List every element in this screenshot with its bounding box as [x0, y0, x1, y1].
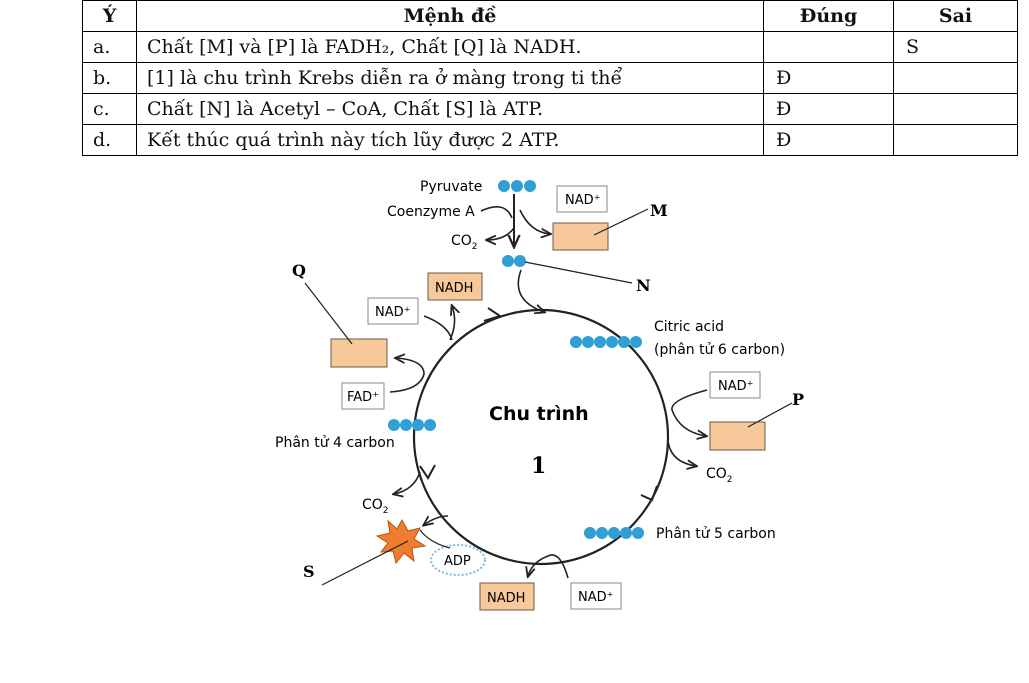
- cycle-arrow: [483, 307, 503, 322]
- pointer-s: [321, 540, 409, 586]
- four-carbon-molecule: [388, 419, 436, 431]
- five-carbon-label: Phân tử 5 carbon: [656, 526, 776, 542]
- box-p: [709, 421, 766, 451]
- citric-acid-sublabel: (phân tử 6 carbon): [654, 342, 785, 358]
- adp-badge: [430, 544, 486, 576]
- nad-right-arrow: [671, 389, 707, 436]
- co2-left-label: CO2: [362, 497, 389, 516]
- header-y: Ý: [82, 0, 137, 32]
- cycle-arrow: [419, 464, 436, 480]
- adp-label: ADP: [444, 554, 471, 569]
- pointer-q: [304, 282, 353, 345]
- pointer-p: [747, 402, 793, 428]
- nad-left-arrow: [423, 306, 455, 341]
- label-q: Q: [292, 261, 306, 280]
- citric-acid-molecule: [570, 336, 642, 348]
- row-dung: Đ: [763, 93, 894, 125]
- box-m: [552, 222, 609, 251]
- five-carbon-molecule: [584, 527, 644, 539]
- cycle-circle: [412, 308, 670, 566]
- pointer-n: [524, 261, 633, 284]
- coenzyme-arrow: [480, 206, 513, 219]
- row-sai: [893, 62, 1018, 94]
- nad-bottom-arrow: [528, 554, 569, 578]
- nadh-left-box: [427, 272, 483, 301]
- acetyl-entry-arrow: [517, 269, 544, 312]
- row-label: d.: [82, 124, 137, 156]
- table-row: d. Kết thúc quá trình này tích lũy được …: [82, 124, 1018, 156]
- cycle-number: 1: [531, 453, 546, 479]
- coenzyme-a-label: Coenzyme A: [387, 204, 475, 220]
- fad-arrow: [389, 358, 425, 393]
- table-row: b. [1] là chu trình Krebs diễn ra ở màng…: [82, 62, 1018, 94]
- nadh-bottom-label: NADH: [487, 591, 525, 606]
- citric-acid-label: Citric acid: [654, 319, 724, 335]
- nad-bottom-label: NAD⁺: [578, 590, 614, 605]
- table-row: c. Chất [N] là Acetyl – CoA, Chất [S] là…: [82, 93, 1018, 125]
- atp-arrow: [424, 515, 449, 525]
- row-statement: [1] là chu trình Krebs diễn ra ở màng tr…: [136, 62, 764, 94]
- label-s: S: [303, 562, 315, 581]
- co2-top-label: CO2: [451, 233, 478, 252]
- header-statement: Mệnh đề: [136, 0, 764, 32]
- pyruvate-label: Pyruvate: [420, 179, 482, 195]
- row-dung: Đ: [763, 124, 894, 156]
- cycle-title: Chu trình: [489, 403, 589, 425]
- nad-left-box: [367, 297, 419, 325]
- row-label: c.: [82, 93, 137, 125]
- co2-left-arrow: [394, 471, 421, 494]
- nad-right-label: NAD⁺: [718, 379, 754, 394]
- row-statement: Kết thúc quá trình này tích lũy được 2 A…: [136, 124, 764, 156]
- nad-right-box: [709, 371, 761, 399]
- nad-left-label: NAD⁺: [375, 305, 411, 320]
- nadh-left-label: NADH: [435, 281, 473, 296]
- label-p: P: [792, 390, 804, 409]
- fad-label: FAD⁺: [347, 390, 379, 405]
- nad-top-box: [556, 185, 608, 213]
- fad-box: [341, 382, 385, 410]
- pointer-m: [593, 208, 649, 236]
- label-m: M: [650, 201, 668, 220]
- acetyl-coa-molecule: [502, 255, 526, 267]
- row-statement: Chất [N] là Acetyl – CoA, Chất [S] là AT…: [136, 93, 764, 125]
- row-dung: [763, 31, 894, 63]
- table-header-row: Ý Mệnh đề Đúng Sai: [82, 0, 1018, 32]
- co2-right-arrow: [667, 439, 696, 466]
- pyruvate-molecule: [498, 180, 536, 192]
- row-statement: Chất [M] và [P] là FADH₂, Chất [Q] là NA…: [136, 31, 764, 63]
- co2-right-label: CO2: [706, 466, 733, 485]
- cycle-arrow: [640, 485, 658, 502]
- nadh-bottom-box: [479, 582, 535, 611]
- four-carbon-label: Phân tử 4 carbon: [275, 435, 395, 451]
- nad-top-label: NAD⁺: [565, 193, 601, 208]
- box-q: [330, 338, 388, 368]
- label-n: N: [636, 276, 651, 295]
- answer-table: Ý Mệnh đề Đúng Sai a. Chất [M] và [P] là…: [82, 0, 1018, 156]
- nad-top-arrow: [519, 209, 550, 234]
- adp-arrow: [419, 529, 451, 549]
- nad-bottom-box: [570, 582, 622, 610]
- co2-top-arrow: [487, 227, 515, 240]
- header-sai: Sai: [893, 0, 1018, 32]
- row-sai: [893, 124, 1018, 156]
- table-row: a. Chất [M] và [P] là FADH₂, Chất [Q] là…: [82, 31, 1018, 63]
- atp-star-icon: [375, 518, 427, 565]
